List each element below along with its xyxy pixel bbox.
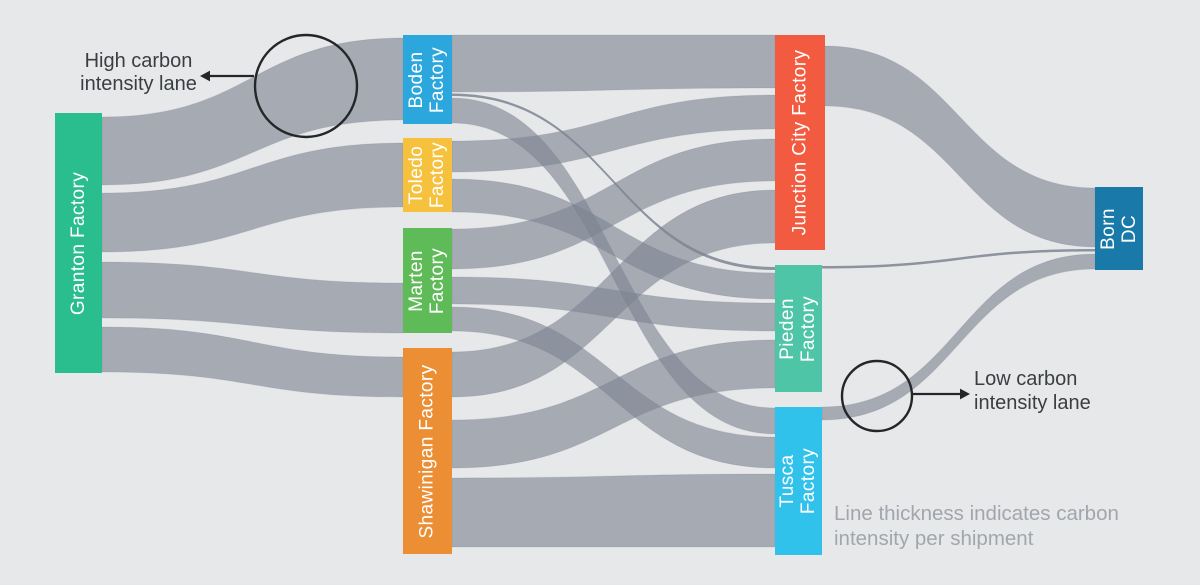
high-carbon-annotation-label: High carbon intensity lane — [80, 50, 197, 95]
node-label-pieden: Pieden Factory — [777, 295, 820, 362]
flow-junction-born — [824, 45, 1096, 248]
low-carbon-lane-circle — [840, 359, 914, 433]
node-shawinigan: Shawinigan Factory — [403, 348, 452, 554]
node-label-shawinigan: Shawinigan Factory — [417, 363, 438, 539]
node-label-tusca: Tusca Factory — [777, 447, 820, 515]
low-carbon-annotation-label: Low carbon intensity lane — [974, 368, 1091, 414]
node-label-granton: Granton Factory — [68, 171, 89, 315]
high-carbon-arrowhead-icon — [200, 70, 210, 82]
flow-shawinigan-tusca — [451, 473, 776, 548]
flow-boden-pieden — [452, 93, 775, 270]
node-boden: Boden Factory — [403, 35, 452, 124]
flow-granton-shawinigan — [101, 326, 404, 398]
node-label-junction: Junction City Factory — [789, 49, 811, 236]
high-carbon-lane-circle — [253, 33, 359, 139]
flow-pieden-born — [822, 249, 1095, 269]
node-junction: Junction City Factory — [775, 35, 825, 250]
node-label-boden: Boden Factory — [406, 46, 449, 113]
line-thickness-note: Line thickness indicates carbon intensit… — [834, 502, 1119, 550]
flow-boden-junction — [451, 34, 776, 93]
flow-granton-marten — [101, 261, 404, 334]
node-marten: Marten Factory — [403, 228, 452, 333]
node-label-marten: Marten Factory — [406, 247, 449, 314]
node-tusca: Tusca Factory — [775, 407, 822, 555]
node-born: Born DC — [1095, 187, 1143, 270]
node-granton: Granton Factory — [55, 113, 102, 373]
low-carbon-arrowhead-icon — [960, 388, 970, 400]
node-pieden: Pieden Factory — [775, 265, 822, 392]
node-label-born: Born DC — [1097, 207, 1140, 250]
node-label-toledo: Toledo Factory — [406, 141, 449, 209]
node-toledo: Toledo Factory — [403, 138, 452, 212]
